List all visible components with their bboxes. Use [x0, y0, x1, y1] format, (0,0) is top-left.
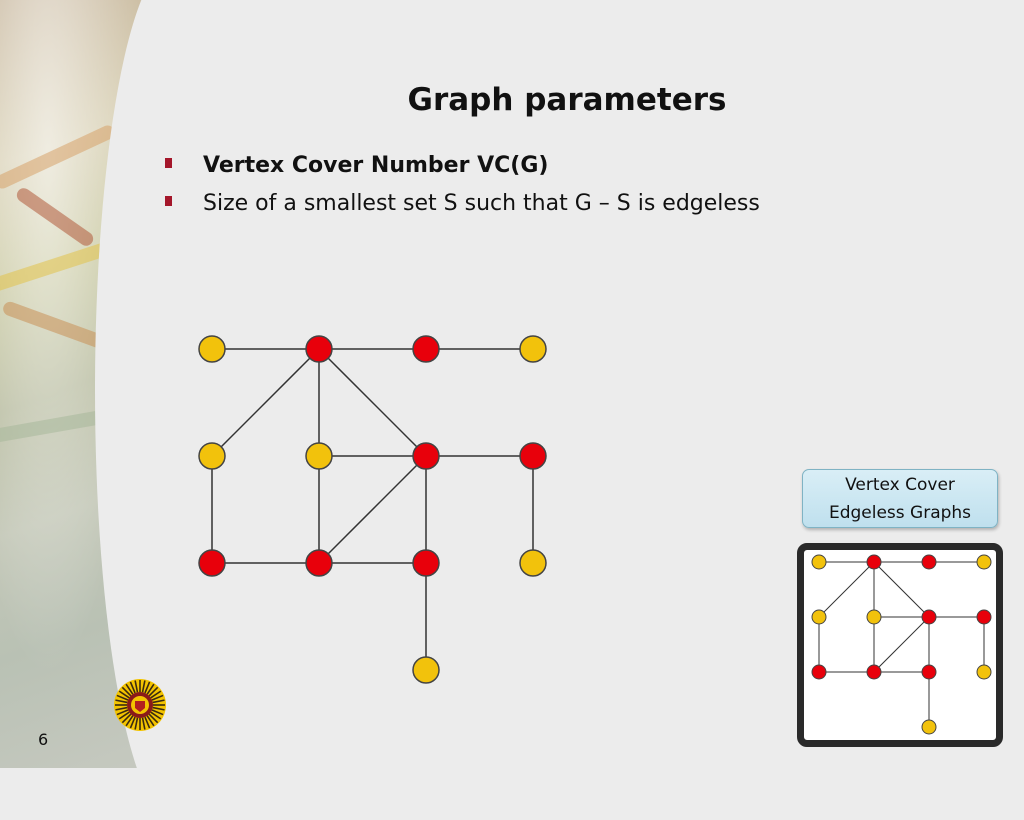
cover-vertex — [412, 549, 440, 577]
bullet-list: Vertex Cover Number VC(G) Size of a smal… — [163, 150, 760, 226]
non-cover-vertex — [519, 335, 547, 363]
bullet-item: Vertex Cover Number VC(G) — [163, 150, 760, 188]
cover-vertex — [811, 664, 827, 680]
cover-vertex — [305, 335, 333, 363]
non-cover-vertex — [519, 549, 547, 577]
bullet-marker-icon — [165, 158, 172, 168]
non-cover-vertex — [198, 442, 226, 470]
non-cover-vertex — [976, 554, 992, 570]
cover-vertex — [976, 609, 992, 625]
bullet-item: Size of a smallest set S such that G – S… — [163, 188, 760, 226]
decorative-side-art — [0, 0, 255, 820]
cover-vertex — [305, 549, 333, 577]
non-cover-vertex — [811, 554, 827, 570]
non-cover-vertex — [811, 609, 827, 625]
graph-edge — [818, 561, 875, 618]
slide-title: Graph parameters — [407, 82, 727, 118]
university-seal-logo — [114, 679, 166, 731]
bullet-text: Size of a smallest set S such that G – S… — [203, 191, 760, 216]
bullet-text: Vertex Cover Number VC(G) — [203, 153, 549, 178]
non-cover-vertex — [412, 656, 440, 684]
vertex-cover-graph — [198, 335, 547, 684]
graph-edge — [318, 455, 427, 564]
bullet-marker-icon — [165, 196, 172, 206]
badge-line-1: Vertex Cover — [845, 475, 955, 495]
graph-edge — [873, 616, 930, 673]
cover-vertex — [921, 664, 937, 680]
page-number: 6 — [38, 730, 49, 749]
graph-edge — [318, 348, 427, 457]
cover-vertex — [412, 335, 440, 363]
cover-vertex — [921, 554, 937, 570]
cover-vertex — [412, 442, 440, 470]
graph-edge — [873, 561, 930, 618]
thumbnail-graph — [811, 554, 992, 735]
graph-edge — [211, 348, 320, 457]
cover-vertex — [866, 554, 882, 570]
badge-line-2: Edgeless Graphs — [828, 503, 972, 523]
cover-vertex — [519, 442, 547, 470]
non-cover-vertex — [866, 609, 882, 625]
cover-vertex — [921, 609, 937, 625]
cover-vertex — [866, 664, 882, 680]
non-cover-vertex — [198, 335, 226, 363]
non-cover-vertex — [976, 664, 992, 680]
cover-vertex — [198, 549, 226, 577]
graph-thumbnail — [797, 543, 1003, 747]
vertex-cover-edgeless-badge[interactable]: Vertex Cover Edgeless Graphs — [802, 469, 998, 528]
non-cover-vertex — [305, 442, 333, 470]
non-cover-vertex — [921, 719, 937, 735]
